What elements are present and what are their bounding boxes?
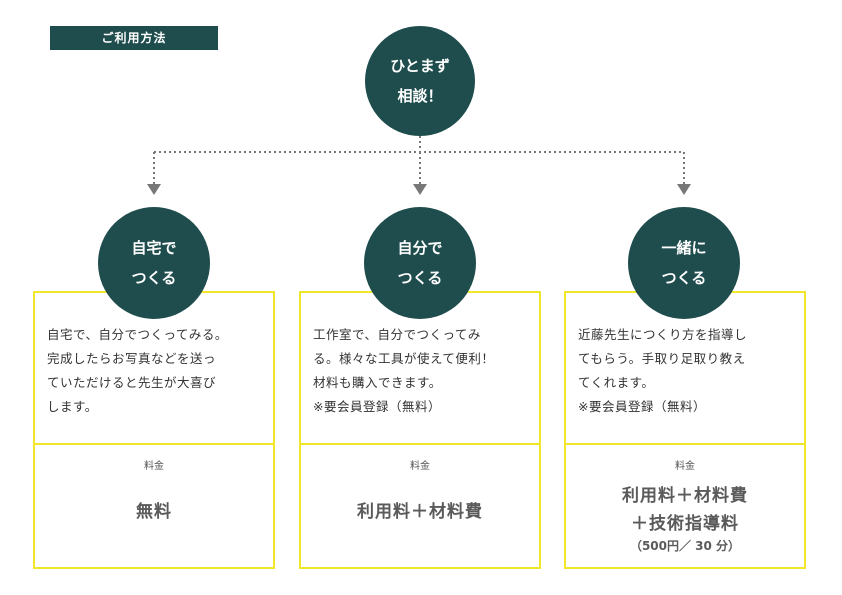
section-tag: ご利用方法 <box>50 26 218 50</box>
desc-line: ていただけると先生が大喜び <box>47 375 217 390</box>
card-divider <box>301 443 539 445</box>
price-label: 料金 <box>410 461 430 472</box>
option-title-line1: 一緒に <box>661 239 707 257</box>
card-divider <box>35 443 273 445</box>
desc-line: 完成したらお写真などを送っ <box>47 351 217 366</box>
desc-line: ※要会員登録（無料） <box>313 399 441 414</box>
option-title-line2: つくる <box>661 269 707 287</box>
desc-line: ※要会員登録（無料） <box>578 399 706 414</box>
option-circle-home: 自宅で つくる <box>98 207 210 319</box>
arrow-down-icon <box>147 184 161 195</box>
price-label: 料金 <box>675 461 695 472</box>
desc-line: てくれます。 <box>578 375 655 390</box>
price-value-line2: ＋技術指導料 <box>631 514 739 534</box>
option-title-line1: 自宅で <box>131 239 177 257</box>
option-description: 自宅で、自分でつくってみる。 完成したらお写真などを送っ ていただけると先生が大… <box>47 323 265 419</box>
price-value: 無料 <box>136 502 172 522</box>
option-title-line1: 自分で <box>397 239 443 257</box>
consult-line1: ひとまず <box>390 57 450 75</box>
option-circle-self: 自分で つくる <box>364 207 476 319</box>
option-description: 近藤先生につくり方を指導し てもらう。手取り足取り教え てくれます。 ※要会員登… <box>578 323 796 419</box>
desc-line: 自宅で、自分でつくってみる。 <box>47 327 228 342</box>
option-circle-together: 一緒に つくる <box>628 207 740 319</box>
option-title-line2: つくる <box>131 269 177 287</box>
desc-line: 近藤先生につくり方を指導し <box>578 327 748 342</box>
option-card-self: 工作室で、自分でつくってみ る。様々な工具が使えて便利！ 材料も購入できます。 … <box>299 291 541 569</box>
desc-line: てもらう。手取り足取り教え <box>578 351 746 366</box>
card-divider <box>566 443 804 445</box>
option-title-line2: つくる <box>397 269 443 287</box>
price-value: 利用料＋材料費 <box>357 502 483 522</box>
option-card-home: 自宅で、自分でつくってみる。 完成したらお写真などを送っ ていただけると先生が大… <box>33 291 275 569</box>
price-value-line1: 利用料＋材料費 <box>622 486 748 506</box>
price-note: （500円／ 30 分） <box>629 539 741 553</box>
consult-circle: ひとまず 相談！ <box>365 26 475 136</box>
desc-line: る。様々な工具が使えて便利！ <box>313 351 495 366</box>
price-label: 料金 <box>144 461 164 472</box>
consult-line2: 相談！ <box>397 87 443 105</box>
option-card-together: 近藤先生につくり方を指導し てもらう。手取り足取り教え てくれます。 ※要会員登… <box>564 291 806 569</box>
option-description: 工作室で、自分でつくってみ る。様々な工具が使えて便利！ 材料も購入できます。 … <box>313 323 531 419</box>
arrow-down-icon <box>413 184 427 195</box>
desc-line: 材料も購入できます。 <box>313 375 442 390</box>
desc-line: します。 <box>47 399 98 414</box>
desc-line: 工作室で、自分でつくってみ <box>313 327 481 342</box>
arrow-down-icon <box>677 184 691 195</box>
